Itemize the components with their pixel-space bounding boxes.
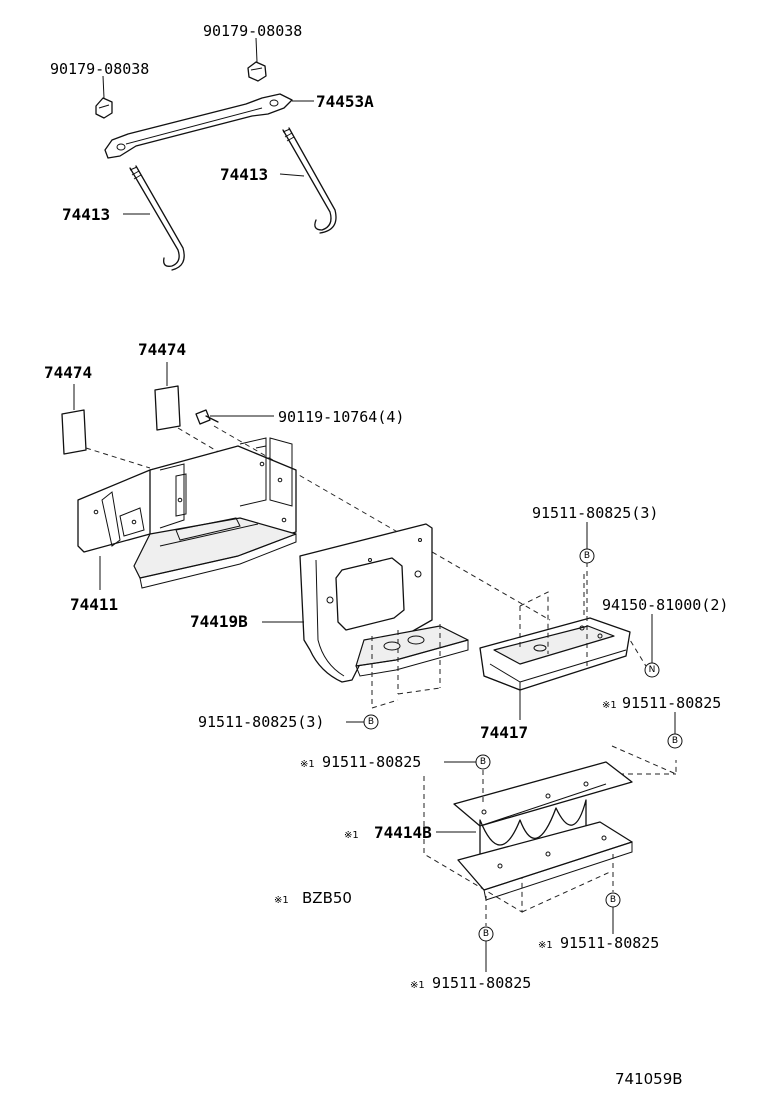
badge-b-ref1[interactable]: B [667,733,683,749]
note-model: BZB50 [302,889,352,907]
bracket-rear[interactable] [479,617,631,691]
label-support: 74414B [374,823,432,842]
svg-text:N: N [649,665,656,675]
label-bolt-90119: 90119-10764(4) [278,408,404,426]
bolt-90119[interactable] [195,409,219,425]
label-tray: 74411 [70,595,118,614]
svg-text:B: B [610,895,616,905]
svg-text:B: B [483,929,489,939]
rod-right[interactable] [282,127,337,234]
label-bolt-b-ref3: 91511-80825 [560,934,659,952]
label-bolt-b-ref2: 91511-80825 [322,753,421,771]
drawing-id: 741059B [615,1070,683,1088]
label-bolt-b-left: 91511-80825(3) [198,713,324,731]
label-bracket-rear: 74417 [480,723,528,742]
support[interactable] [453,761,633,901]
pad-right[interactable] [154,385,181,431]
leader-nut-upper [255,37,258,63]
battery-tray[interactable] [77,437,297,589]
bracket-front[interactable] [299,523,469,683]
label-bracket-front: 74419B [190,612,248,631]
pad-left[interactable] [61,409,87,455]
label-bolt-b-ref4: 91511-80825 [432,974,531,992]
svg-text:B: B [480,757,486,767]
badge-n[interactable]: N [644,662,660,678]
label-bolt-b-upper: 91511-80825(3) [532,504,658,522]
label-nut-left: 90179-08038 [50,60,149,78]
label-bolt-b-ref1: 91511-80825 [622,694,721,712]
label-pad-right: 74474 [138,340,186,359]
label-rod-right: 74413 [220,165,268,184]
leader-nut-left [102,75,105,99]
svg-text:B: B [584,551,590,561]
badge-b-ref4[interactable]: B [478,926,494,942]
rod-left[interactable] [129,165,185,271]
badge-b-left[interactable]: B [363,714,379,730]
leader-rod-right [279,173,305,177]
ref-mark-5: ※1 [410,980,425,991]
nut-left[interactable] [95,97,113,119]
badge-b-upper[interactable]: B [579,548,595,564]
badge-b-ref3[interactable]: B [605,892,621,908]
nut-upper[interactable] [247,61,267,82]
clamp-bar[interactable] [104,93,293,159]
ref-mark-note: ※1 [274,895,289,906]
ref-mark-3: ※1 [344,830,359,841]
label-nut-n: 94150-81000(2) [602,596,728,614]
label-pad-left: 74474 [44,363,92,382]
ref-mark-1: ※1 [602,700,617,711]
badge-b-ref2[interactable]: B [475,754,491,770]
label-nut-upper: 90179-08038 [203,22,302,40]
ref-mark-2: ※1 [300,759,315,770]
label-clamp: 74453A [316,92,374,111]
svg-text:B: B [672,736,678,746]
svg-text:B: B [368,717,374,727]
label-rod-left: 74413 [62,205,110,224]
ref-mark-4: ※1 [538,940,553,951]
